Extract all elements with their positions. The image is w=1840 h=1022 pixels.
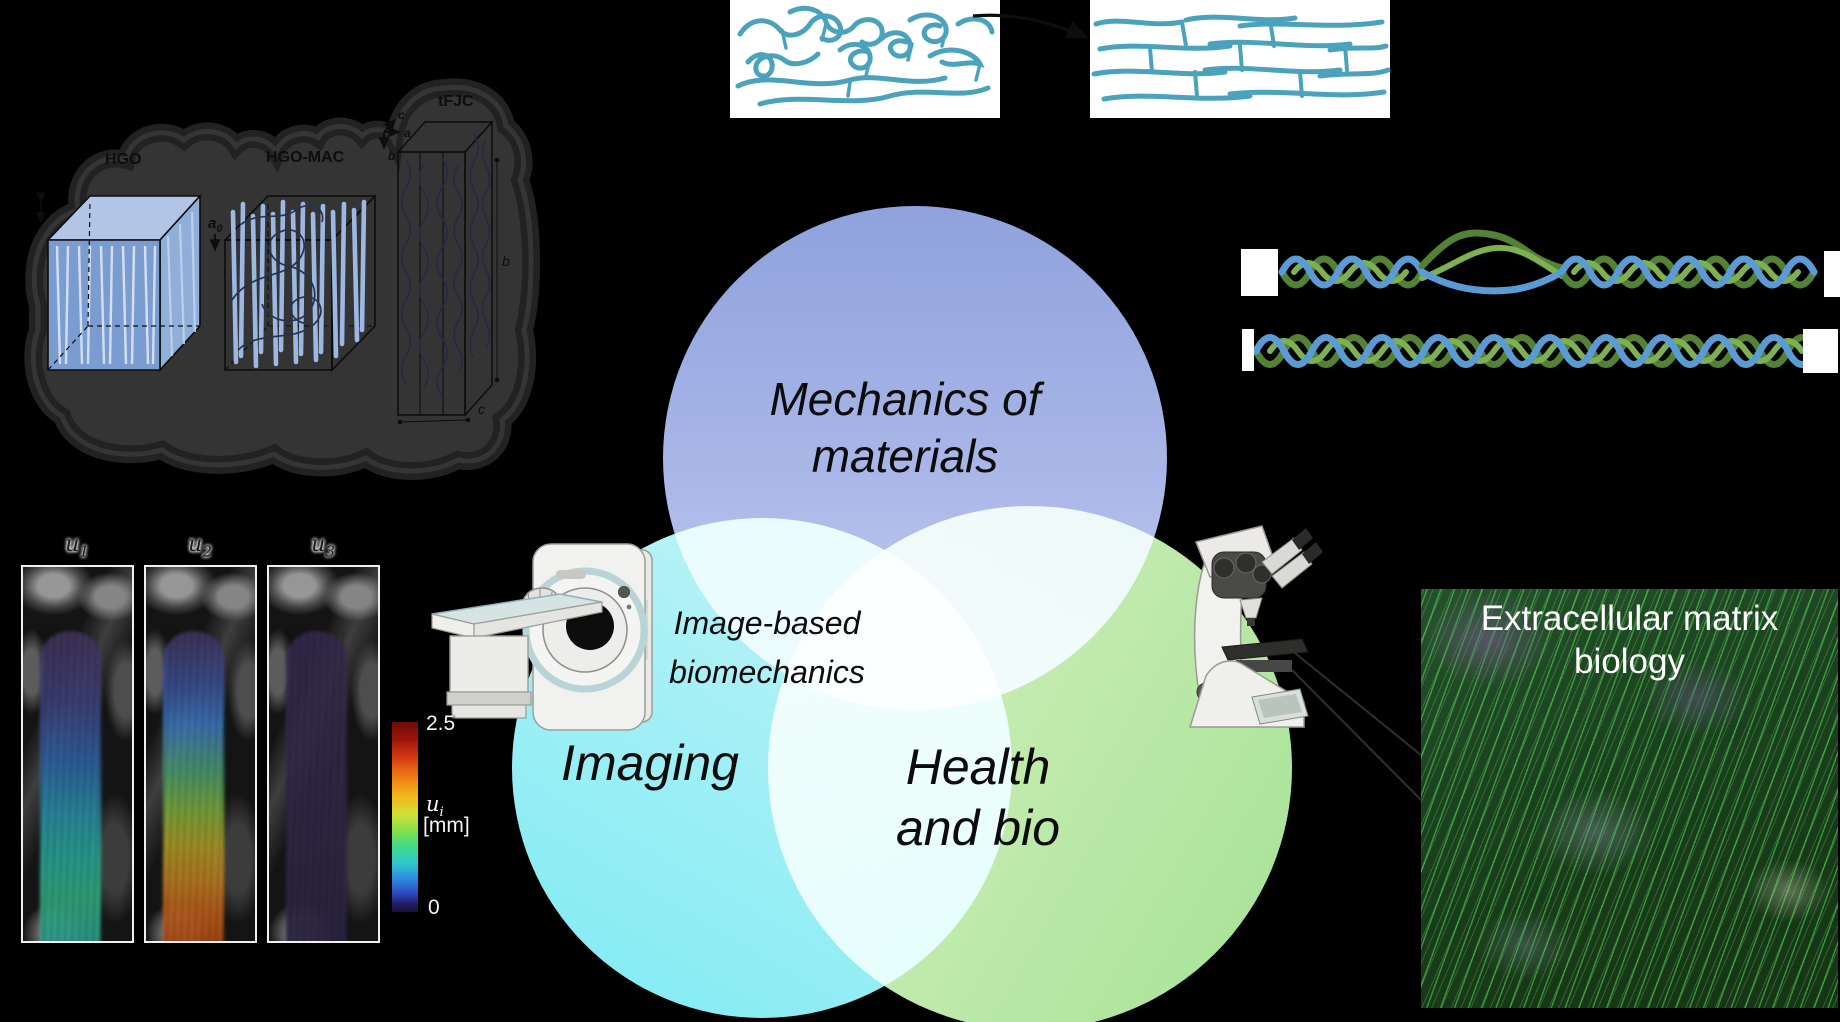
ecm-caption: Extracellular matrix biology [1480, 599, 1779, 681]
map-label-u3: u3 [311, 532, 335, 561]
fiber-direction-marker: a0 [208, 215, 223, 252]
venn-label-center: Image-based biomechanics [669, 605, 865, 690]
microscope-icon [1188, 525, 1323, 728]
mri-scanner-icon [431, 543, 653, 731]
axis-triad [378, 118, 401, 150]
constitutive-models-figure: a0 b c [24, 78, 541, 481]
svg-text:c: c [478, 401, 485, 417]
map-label-u2: u2 [188, 532, 212, 561]
displacement-map-u1 [21, 565, 134, 943]
svg-text:a: a [404, 126, 411, 140]
displacement-map-u3 [267, 565, 380, 943]
fibril-clamp [1824, 251, 1840, 297]
colorbar-max: 2.5 [426, 712, 456, 735]
colorbar-min: 0 [428, 896, 440, 919]
tfjc-box: b c [396, 120, 510, 425]
displacement-map-u2 [144, 565, 257, 943]
entangled-polymer-chains-icon [735, 5, 995, 107]
hgo-label: HGO [105, 151, 141, 168]
map-label-u1: u1 [65, 532, 89, 561]
aligned-polymer-panel [1090, 0, 1391, 118]
braided-fibrils-icon [1241, 229, 1840, 373]
callout-lines [1284, 644, 1422, 801]
stretch-arrow [972, 13, 1089, 39]
hgo-mac-label: HGO-MAC [266, 149, 345, 166]
tfjc-label: tFJC [438, 93, 474, 110]
fibril-clamp [1803, 329, 1838, 373]
svg-text:b: b [502, 253, 510, 269]
hgo-cube [36, 192, 202, 373]
entangled-polymer-panel [730, 0, 1000, 118]
displacement-colorbar [392, 722, 418, 912]
fibril-clamp [1242, 329, 1254, 371]
svg-text:a0: a0 [208, 215, 223, 235]
colorbar-quantity: ui [426, 792, 444, 821]
svg-text:b: b [388, 149, 395, 163]
venn-label-mechanics: Mechanics of materials [769, 373, 1041, 482]
svg-text:c: c [398, 108, 405, 122]
aligned-polymer-chains-icon [1091, 14, 1391, 102]
fibril-clamp [1241, 249, 1278, 296]
hgo-mac-cube [223, 194, 377, 372]
venn-label-imaging: Imaging [561, 735, 739, 791]
venn-label-health: Health and bio [895, 739, 1061, 856]
colorbar-unit: [mm] [423, 814, 470, 837]
ecm-micrograph: Extracellular matrix biology [1421, 589, 1838, 1008]
